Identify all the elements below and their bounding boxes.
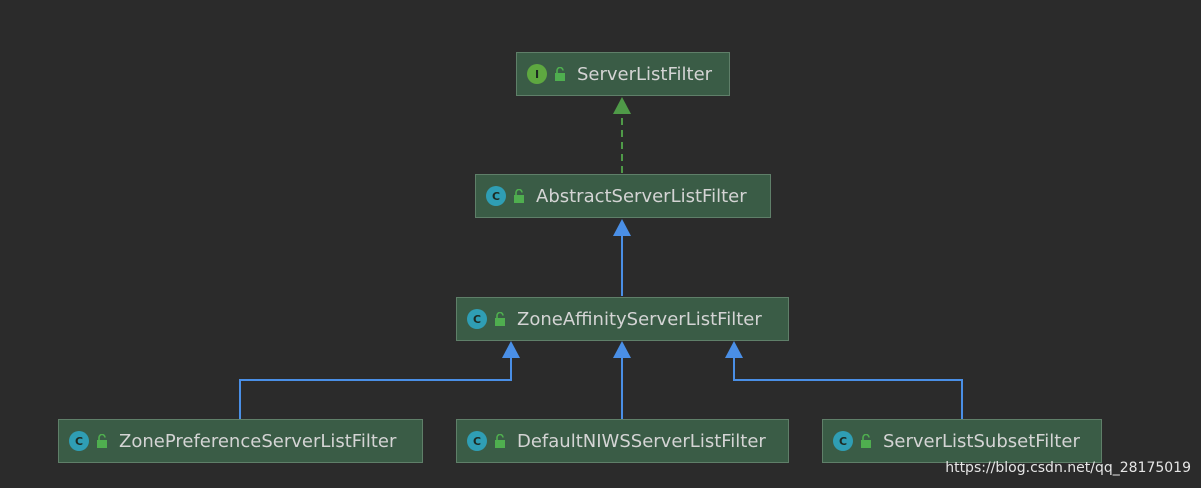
unlocked-icon	[861, 434, 871, 448]
node-label: AbstractServerListFilter	[536, 185, 747, 207]
unlocked-icon	[514, 189, 524, 203]
unlocked-icon	[495, 434, 505, 448]
node-label: DefaultNIWSServerListFilter	[517, 430, 766, 452]
unlocked-icon	[555, 67, 565, 81]
watermark: https://blog.csdn.net/qq_28175019	[945, 460, 1191, 476]
node-zone-affinity-server-list-filter[interactable]: C ZoneAffinityServerListFilter	[456, 297, 789, 341]
node-server-list-subset-filter[interactable]: C ServerListSubsetFilter	[822, 419, 1102, 463]
class-icon: C	[69, 431, 89, 451]
extends-arrowhead	[613, 341, 631, 358]
node-label: ServerListSubsetFilter	[883, 430, 1080, 452]
unlocked-icon	[495, 312, 505, 326]
class-icon: C	[467, 431, 487, 451]
node-server-list-filter[interactable]: I ServerListFilter	[516, 52, 730, 96]
node-label: ZonePreferenceServerListFilter	[119, 430, 397, 452]
abstract-class-icon: C	[486, 186, 506, 206]
unlocked-icon	[97, 434, 107, 448]
node-zone-preference-server-list-filter[interactable]: C ZonePreferenceServerListFilter	[58, 419, 423, 463]
implements-arrowhead	[613, 97, 631, 114]
node-label: ServerListFilter	[577, 63, 713, 85]
extends-edge	[733, 358, 963, 419]
node-abstract-server-list-filter[interactable]: C AbstractServerListFilter	[475, 174, 771, 218]
class-icon: C	[833, 431, 853, 451]
node-label: ZoneAffinityServerListFilter	[517, 308, 762, 330]
class-icon: C	[467, 309, 487, 329]
extends-arrowhead	[725, 341, 743, 358]
extends-edge	[239, 358, 512, 419]
node-default-niws-server-list-filter[interactable]: C DefaultNIWSServerListFilter	[456, 419, 789, 463]
extends-arrowhead	[613, 219, 631, 236]
extends-arrowhead	[502, 341, 520, 358]
interface-icon: I	[527, 64, 547, 84]
